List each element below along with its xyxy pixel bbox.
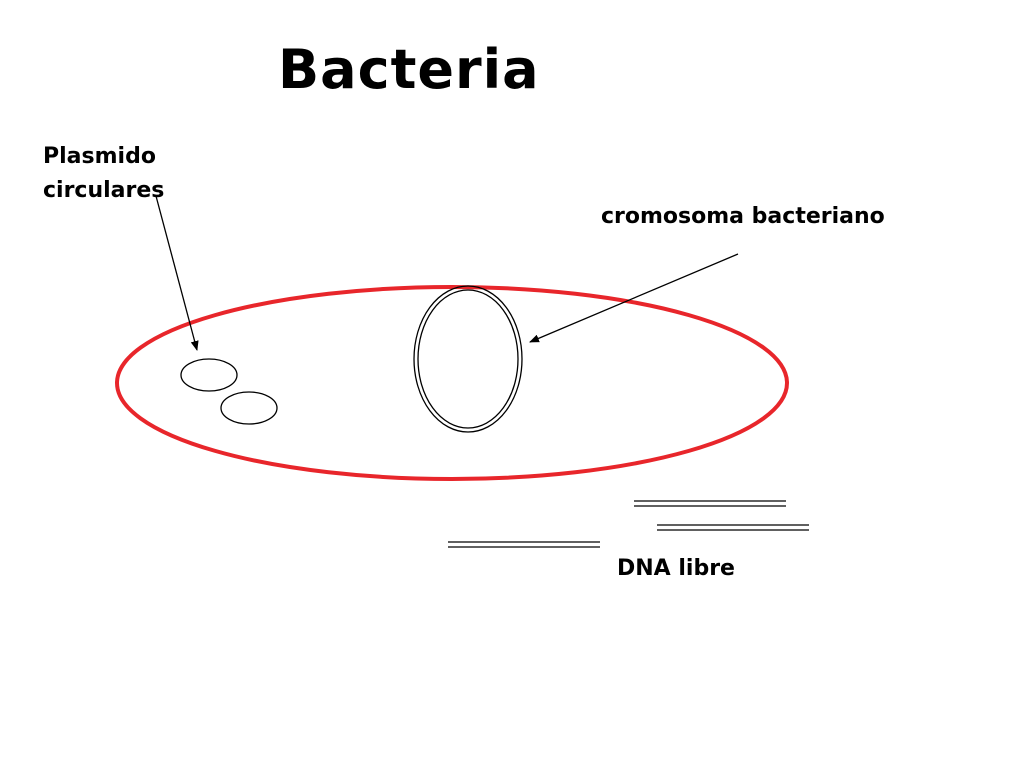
cell-membrane	[115, 285, 789, 481]
free-dna-fragment-1	[634, 500, 786, 507]
plasmid-arrow	[155, 195, 199, 351]
plasmid-label-line-1: Plasmido	[43, 144, 156, 169]
plasmid-circle-1	[180, 358, 238, 392]
bacterial-chromosome	[413, 285, 523, 433]
chromosome-label: cromosoma bacteriano	[601, 204, 885, 229]
plasmid-label: Plasmido circulares	[43, 140, 164, 208]
chromosome-arrow	[529, 253, 739, 343]
page-title: Bacteria	[278, 38, 540, 101]
plasmid-label-line-2: circulares	[43, 178, 165, 203]
free-dna-fragment-3	[448, 541, 600, 548]
free-dna-fragment-2	[657, 524, 809, 531]
free-dna-label: DNA libre	[617, 556, 735, 581]
plasmid-circle-2	[220, 391, 278, 425]
